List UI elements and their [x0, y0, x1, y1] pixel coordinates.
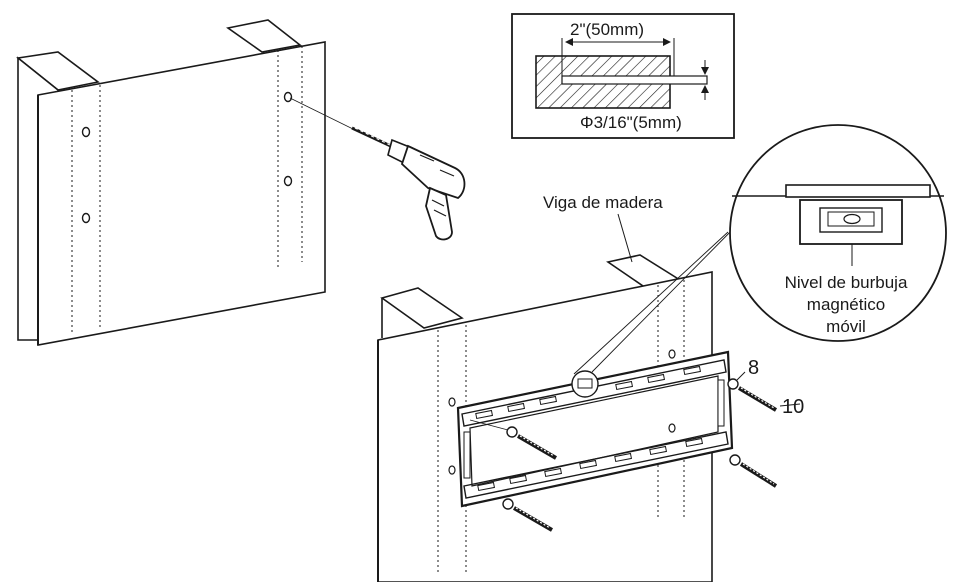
lag-screw-icon — [469, 419, 558, 460]
pilot-hole-section — [561, 75, 708, 85]
wall-drilling-illustration — [16, 19, 466, 346]
stud-right-top — [226, 19, 302, 53]
mount-installation-illustration: 8 10 Viga de madera — [377, 193, 804, 582]
lag-screw-icon — [727, 378, 778, 412]
lag-screw-icon — [729, 454, 778, 488]
part-number-screw: 10 — [782, 396, 804, 418]
part-number-washer: 8 — [748, 357, 759, 379]
pilot-hole — [81, 126, 91, 138]
pilot-hole — [81, 212, 91, 224]
drill-icon — [351, 126, 466, 241]
level-label-line-3: móvil — [826, 317, 866, 336]
magnified-level-callout: Nivel de burbuja magnético móvil — [729, 124, 947, 342]
level-label-line-2: magnético — [807, 295, 885, 314]
wall-panel — [37, 41, 326, 346]
stud-detail-box: 2"(50mm) Φ3/16"(5mm) — [511, 13, 735, 139]
wall-plate-bracket — [456, 350, 734, 508]
pilot-hole — [283, 175, 293, 187]
stud-label: Viga de madera — [543, 193, 663, 212]
lag-screw-icon — [502, 498, 554, 532]
hole-diameter-label: Φ3/16"(5mm) — [580, 113, 682, 132]
bubble-icon — [843, 213, 861, 225]
stud-top-left — [380, 287, 464, 329]
level-label-line-1: Nivel de burbuja — [785, 273, 908, 292]
pilot-hole — [283, 91, 293, 103]
width-dimension-label: 2"(50mm) — [570, 20, 644, 39]
bracket-top-edge — [785, 184, 931, 198]
